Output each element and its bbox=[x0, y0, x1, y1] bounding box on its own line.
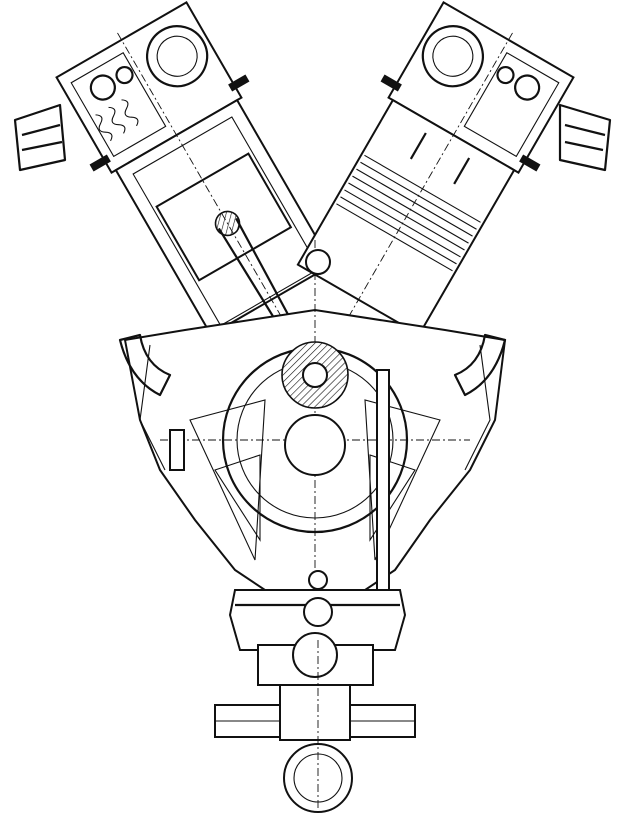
left-intake-pipe bbox=[13, 103, 67, 172]
left-breather bbox=[118, 333, 172, 397]
through-bolt bbox=[376, 369, 390, 601]
left-bolt bbox=[169, 429, 185, 471]
top-oil-fitting bbox=[305, 249, 331, 275]
left-camshaft bbox=[146, 25, 209, 88]
lower-bearing bbox=[284, 414, 346, 476]
right-cylinder-bank bbox=[296, 0, 575, 380]
right-intake-pipe bbox=[558, 103, 612, 172]
right-camshaft bbox=[421, 25, 484, 88]
right-breather bbox=[453, 333, 507, 397]
